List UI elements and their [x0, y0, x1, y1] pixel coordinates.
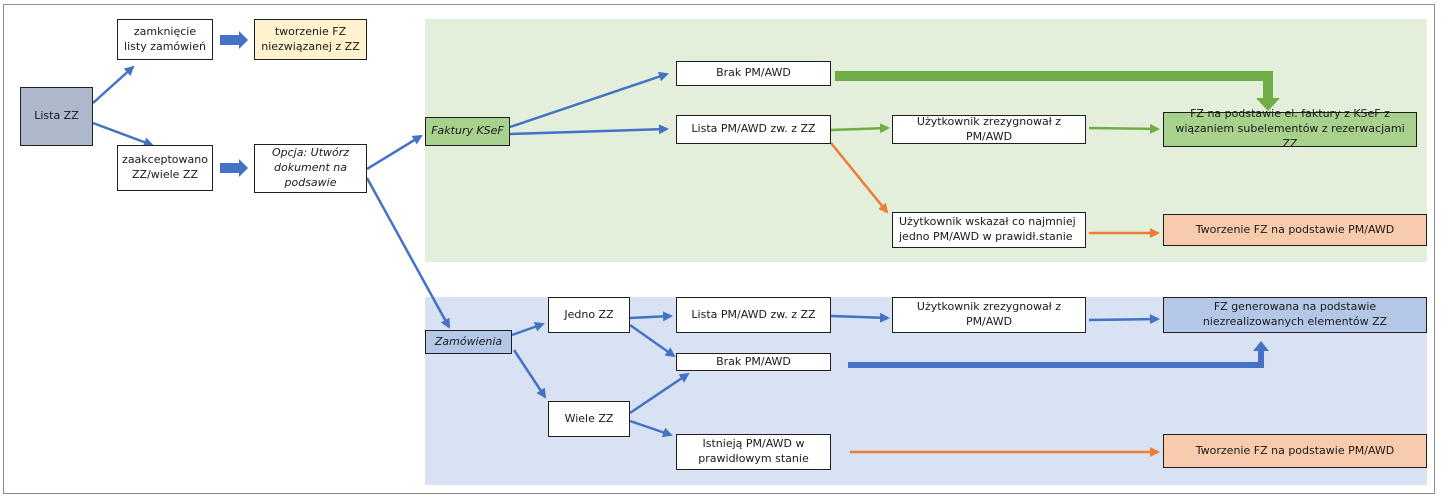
block-arrow-zaakceptowano — [220, 159, 248, 177]
arrow-zrezyg-to-fz-ksef — [1088, 123, 1160, 134]
arrow-lista-zam-to-zrezyg — [830, 312, 890, 323]
node-opcja-utworz: Opcja: Utwórz dokument na podsawie — [254, 144, 367, 193]
arrow-jedno-to-brak — [629, 323, 676, 358]
node-jedno-zz: Jedno ZZ — [548, 297, 630, 333]
arrow-lista-to-zamkniecie — [92, 65, 135, 104]
node-zamkniecie-listy: zamknięcie listy zamówień — [117, 19, 213, 60]
arrow-opcja-to-ksef — [366, 134, 423, 171]
node-tworzenie-fz-niezwiazanej: tworzenie FZ niezwiązanej z ZZ — [254, 19, 367, 60]
node-fz-na-podstawie-ksef: FZ na podstawie el. faktury z KSeF z wią… — [1163, 107, 1417, 150]
block-arrow-brak-to-fz-generowana — [848, 341, 1269, 368]
block-arrow-brak-to-fz-ksef — [835, 71, 1280, 111]
node-brak-pm-awd-ksef: Brak PM/AWD — [676, 61, 831, 86]
arrow-ksef-to-lista — [509, 124, 669, 136]
arrow-zrezyg-zam-to-fz — [1088, 314, 1160, 325]
arrow-jedno-to-lista — [629, 311, 673, 322]
node-tworzenie-fz-pm-awd-1: Tworzenie FZ na podstawie PM/AWD — [1163, 214, 1427, 246]
arrow-zam-to-jedno — [511, 321, 545, 337]
node-lista-zz: Lista ZZ — [20, 87, 93, 146]
node-uzytkownik-wskazal: Użytkownik wskazał co najmniej jedno PM/… — [892, 212, 1086, 248]
arrow-lista-to-wskazal — [830, 142, 889, 214]
node-uzytkownik-zrezygnowal-zam: Użytkownik zrezygnował z PM/AWD — [892, 297, 1086, 333]
node-tworzenie-fz-pm-awd-2: Tworzenie FZ na podstawie PM/AWD — [1163, 434, 1427, 468]
node-istnieja-pm-awd: Istnieją PM/AWD w prawidłowym stanie — [676, 434, 831, 470]
arrow-lista-to-zaakceptowano — [92, 121, 154, 147]
arrow-opcja-to-zamowienia — [365, 177, 451, 329]
arrow-lista-to-zrezyg-ksef — [830, 123, 890, 134]
node-lista-pm-awd-zam: Lista PM/AWD zw. z ZZ — [676, 297, 831, 333]
arrow-wiele-to-istnieja — [629, 419, 673, 438]
node-lista-pm-awd-ksef: Lista PM/AWD zw. z ZZ — [676, 115, 831, 144]
arrow-wiele-to-brak — [629, 372, 690, 415]
arrow-zam-to-wiele — [512, 349, 547, 399]
node-wiele-zz: Wiele ZZ — [548, 401, 630, 437]
node-zaakceptowano: zaakceptowano ZZ/wiele ZZ — [117, 145, 213, 191]
node-uzytkownik-zrezygnowal-ksef: Użytkownik zrezygnował z PM/AWD — [892, 115, 1086, 144]
diagram-frame — [3, 4, 1435, 494]
block-arrow-zamkniecie — [220, 31, 248, 49]
node-faktury-ksef: Faktury KSeF — [425, 117, 510, 146]
node-brak-pm-awd-zam: Brak PM/AWD — [676, 353, 831, 371]
node-fz-generowana: FZ generowana na podstawie niezrealizowa… — [1163, 297, 1427, 333]
node-zamowienia: Zamówienia — [425, 330, 512, 354]
arrow-ksef-to-brak — [509, 71, 669, 129]
